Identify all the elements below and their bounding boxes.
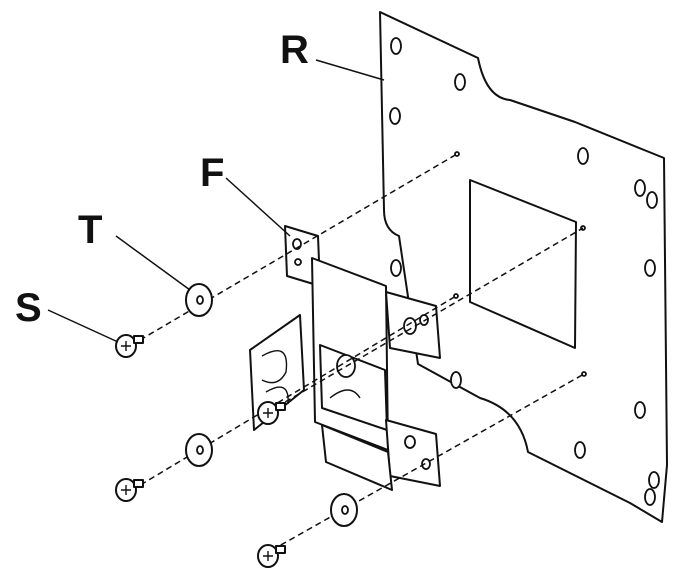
leader-lines [47,59,385,343]
wall-plate-r [379,11,668,523]
callout-label-t: T [78,208,103,252]
callout-label-r: R [280,28,309,72]
callout-label-f: F [200,151,225,195]
screws-s [115,334,286,568]
callout-label-s: S [15,286,42,330]
washers-t [185,283,358,527]
